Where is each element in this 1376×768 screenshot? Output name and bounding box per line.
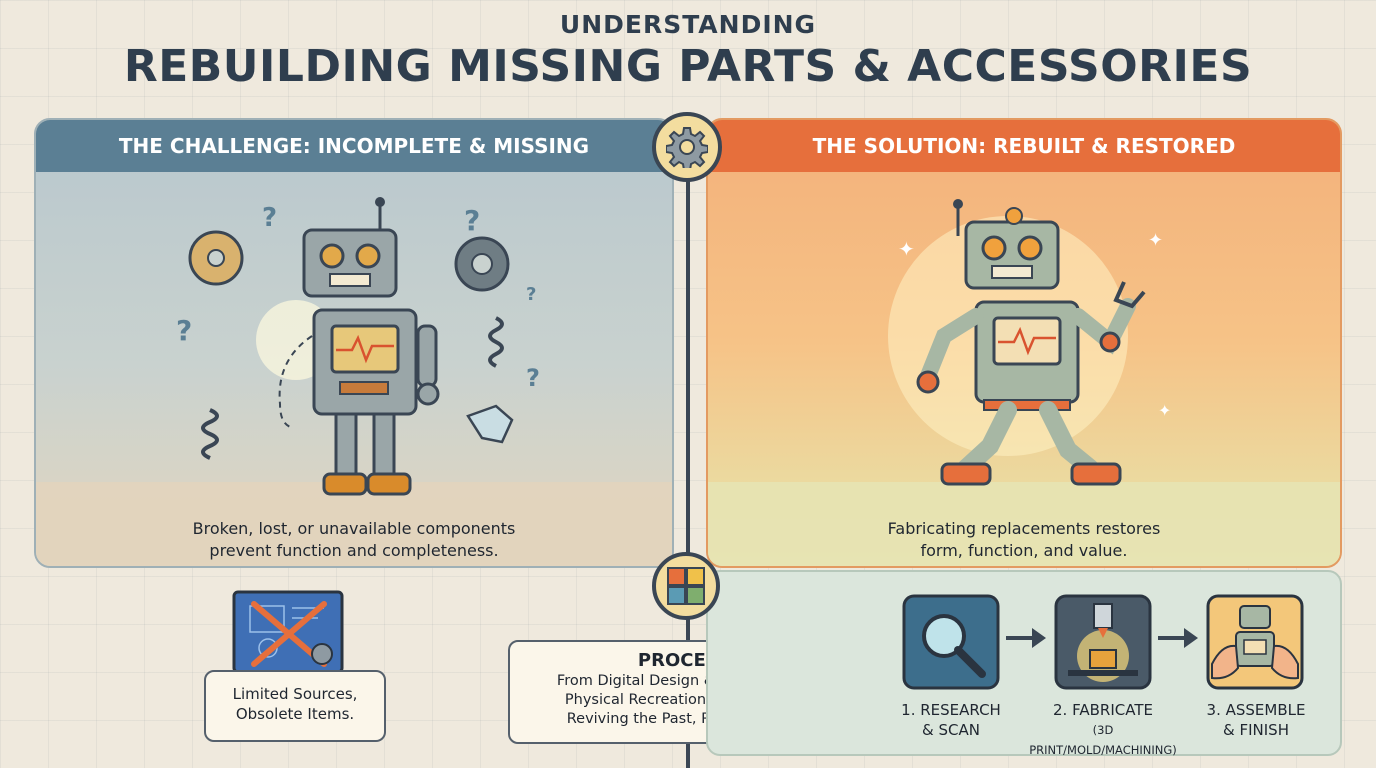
solution-panel: THE SOLUTION: REBUILT & RESTORED ✦ ✦ ✦ F — [706, 118, 1342, 568]
svg-text:✦: ✦ — [1148, 230, 1163, 251]
step-assemble-label: 3. ASSEMBLE & FINISH — [1186, 700, 1326, 740]
solution-caption-band — [708, 482, 1340, 566]
gear-icon — [666, 127, 708, 168]
challenge-caption-line2: prevent function and completeness. — [209, 541, 499, 560]
hands-robot-icon — [1206, 594, 1304, 690]
broken-robot-illustration: ? ? ? ? ? — [176, 197, 540, 496]
blueprint-crossed-icon — [232, 590, 344, 674]
step-fabricate-line1: 2. FABRICATE — [1053, 701, 1153, 719]
challenge-caption-band — [36, 482, 672, 566]
step-assemble-line1: 3. ASSEMBLE — [1206, 701, 1306, 719]
title-block: UNDERSTANDING REBUILDING MISSING PARTS &… — [0, 10, 1376, 92]
solution-heading: THE SOLUTION: REBUILT & RESTORED — [708, 120, 1340, 172]
step-research-label: 1. RESEARCH & SCAN — [880, 700, 1022, 740]
puzzle-badge — [652, 552, 720, 620]
supertitle: UNDERSTANDING — [559, 10, 817, 39]
restored-robot-illustration: ✦ ✦ ✦ — [888, 199, 1171, 486]
limited-sources-line1: Limited Sources, — [232, 685, 358, 703]
page-title: REBUILDING MISSING PARTS & ACCESSORIES — [123, 41, 1253, 92]
challenge-caption: Broken, lost, or unavailable components … — [36, 518, 672, 562]
limited-sources-card: Limited Sources, Obsolete Items. — [204, 670, 386, 742]
svg-text:?: ? — [464, 204, 480, 237]
arrow-right-icon — [1158, 628, 1198, 648]
solution-caption-line1: Fabricating replacements restores — [887, 519, 1161, 538]
magnifier-icon — [902, 594, 1000, 690]
svg-text:?: ? — [526, 284, 536, 305]
challenge-heading: THE CHALLENGE: INCOMPLETE & MISSING — [36, 120, 672, 172]
step-fabricate-line2: (3D PRINT/MOLD/MACHINING) — [1029, 723, 1177, 757]
svg-text:?: ? — [176, 314, 192, 347]
challenge-panel: THE CHALLENGE: INCOMPLETE & MISSING — [34, 118, 674, 568]
svg-text:✦: ✦ — [898, 237, 915, 261]
step-assemble-line2: & FINISH — [1223, 721, 1289, 739]
step-fabricate-label: 2. FABRICATE (3D PRINT/MOLD/MACHINING) — [1018, 700, 1188, 760]
step-research-line1: 1. RESEARCH — [901, 701, 1001, 719]
solution-caption-line2: form, function, and value. — [920, 541, 1128, 560]
solution-caption: Fabricating replacements restores form, … — [708, 518, 1340, 562]
challenge-caption-line1: Broken, lost, or unavailable components — [192, 519, 516, 538]
3d-printer-icon — [1054, 594, 1152, 690]
svg-text:?: ? — [262, 203, 277, 233]
center-divider — [686, 118, 690, 768]
step-research-line2: & SCAN — [922, 721, 980, 739]
svg-text:✦: ✦ — [1158, 401, 1171, 420]
gear-badge — [652, 112, 722, 182]
puzzle-icon — [667, 567, 705, 605]
limited-sources-line2: Obsolete Items. — [235, 705, 355, 723]
arrow-right-icon — [1006, 628, 1046, 648]
svg-text:?: ? — [526, 364, 540, 392]
